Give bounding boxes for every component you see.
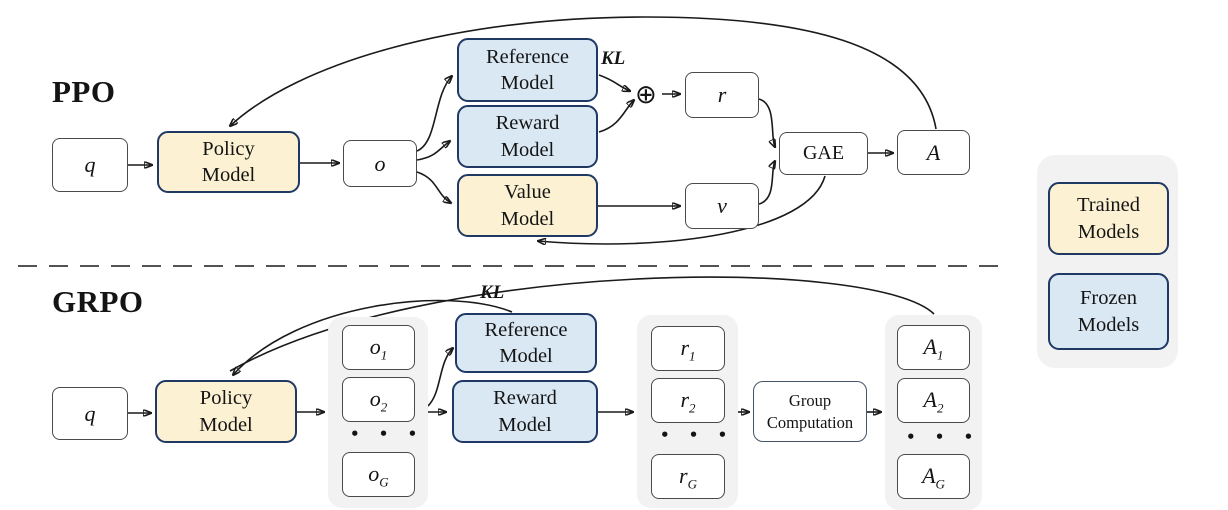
grpo-reward-line2: Model xyxy=(498,413,552,436)
grpo-advantage-1-label: A1 xyxy=(923,333,944,363)
ppo-reward-line2: Model xyxy=(500,138,555,161)
grpo-advantages-ellipsis: • • • xyxy=(906,428,981,446)
grpo-advantage-2-box: A2 xyxy=(897,378,970,423)
ppo-v-box: v xyxy=(685,183,759,229)
grpo-output-1-box: o1 xyxy=(342,325,415,370)
grpo-kl-label: KL xyxy=(480,282,505,303)
ppo-reference-line1: Reference xyxy=(485,45,570,68)
ppo-gae-label: GAE xyxy=(802,142,845,164)
legend-frozen-line2: Models xyxy=(1077,313,1140,336)
grpo-reward-g-box: rG xyxy=(651,454,725,499)
grpo-output-1-label: o1 xyxy=(369,333,388,363)
ppo-reference-model-box: Reference Model xyxy=(457,38,598,102)
grpo-group-computation-box: Group Computation xyxy=(753,381,867,442)
legend-trained-models-box: Trained Models xyxy=(1048,182,1169,255)
grpo-advantage-g-box: AG xyxy=(897,454,970,499)
grpo-advantage-1-box: A1 xyxy=(897,325,970,370)
ppo-policy-line2: Model xyxy=(201,164,256,186)
grpo-output-g-label: oG xyxy=(368,460,389,490)
grpo-reward-2-box: r2 xyxy=(651,378,725,423)
grpo-reward-line1: Reward xyxy=(493,387,557,410)
ppo-r-label: r xyxy=(717,82,727,107)
grpo-policy-line1: Policy xyxy=(199,387,253,410)
grpo-advantage-2-label: A2 xyxy=(923,386,944,416)
grpo-reference-model-box: Reference Model xyxy=(455,313,597,373)
ppo-advantage-box: A xyxy=(897,130,970,175)
ppo-r-box: r xyxy=(685,72,759,118)
oplus-icon: ⊕ xyxy=(635,80,657,110)
grpo-reward-g-label: rG xyxy=(679,462,697,492)
ppo-o-label: o xyxy=(374,150,386,176)
grpo-reference-line1: Reference xyxy=(484,318,568,341)
grpo-policy-model-box: Policy Model xyxy=(155,380,297,443)
grpo-group-computation-line2: Computation xyxy=(766,412,854,432)
ppo-policy-line1: Policy xyxy=(202,137,255,160)
ppo-o-box: o xyxy=(343,140,417,187)
legend-trained-line2: Models xyxy=(1077,220,1140,243)
arrow-ppo-r-to-gae xyxy=(758,98,775,147)
grpo-reward-1-box: r1 xyxy=(651,326,725,371)
ppo-v-label: v xyxy=(717,193,727,218)
ppo-value-model-box: Value Model xyxy=(457,174,598,237)
grpo-output-g-box: oG xyxy=(342,452,415,497)
ppo-section-label: PPO xyxy=(52,74,116,109)
ppo-policy-model-box: Policy Model xyxy=(157,131,300,193)
legend-frozen-line1: Frozen xyxy=(1080,287,1137,310)
grpo-group-computation-line1: Group xyxy=(788,391,832,411)
ppo-reward-line1: Reward xyxy=(495,112,560,135)
grpo-section-label: GRPO xyxy=(52,284,144,319)
arrow-ppo-reference-to-oplus xyxy=(598,74,630,91)
arrow-ppo-reward-to-oplus xyxy=(598,100,634,133)
grpo-q-box: q xyxy=(52,387,128,440)
ppo-kl-label: KL xyxy=(601,48,626,69)
arrow-ppo-o-to-reward xyxy=(416,141,450,161)
ppo-value-line1: Value xyxy=(504,181,551,204)
grpo-q-label: q xyxy=(84,400,96,426)
ppo-value-line2: Model xyxy=(500,207,555,230)
ppo-reward-model-box: Reward Model xyxy=(457,105,598,168)
grpo-reward-2-label: r2 xyxy=(680,386,696,416)
ppo-q-box: q xyxy=(52,138,128,192)
grpo-output-2-label: o2 xyxy=(369,385,388,415)
ppo-gae-box: GAE xyxy=(779,132,868,175)
ppo-q-label: q xyxy=(84,152,96,177)
grpo-reward-model-box: Reward Model xyxy=(452,380,598,443)
arrow-grpo-outputs-to-reference xyxy=(427,348,453,407)
arrow-ppo-v-to-gae xyxy=(758,161,775,205)
grpo-output-2-box: o2 xyxy=(342,377,415,422)
arrow-ppo-o-to-value xyxy=(416,171,451,203)
legend-frozen-models-box: Frozen Models xyxy=(1048,273,1169,350)
grpo-reference-line2: Model xyxy=(499,345,553,367)
ppo-advantage-label: A xyxy=(926,139,941,165)
arrow-ppo-o-to-reference xyxy=(416,76,452,152)
grpo-outputs-ellipsis: • • • xyxy=(350,425,425,443)
grpo-policy-line2: Model xyxy=(199,413,253,436)
grpo-rewards-ellipsis: • • • xyxy=(660,426,735,444)
legend-trained-line1: Trained xyxy=(1076,194,1141,217)
ppo-reference-line2: Model xyxy=(500,72,555,94)
grpo-reward-1-label: r1 xyxy=(680,334,696,364)
grpo-advantage-g-label: AG xyxy=(922,462,945,492)
